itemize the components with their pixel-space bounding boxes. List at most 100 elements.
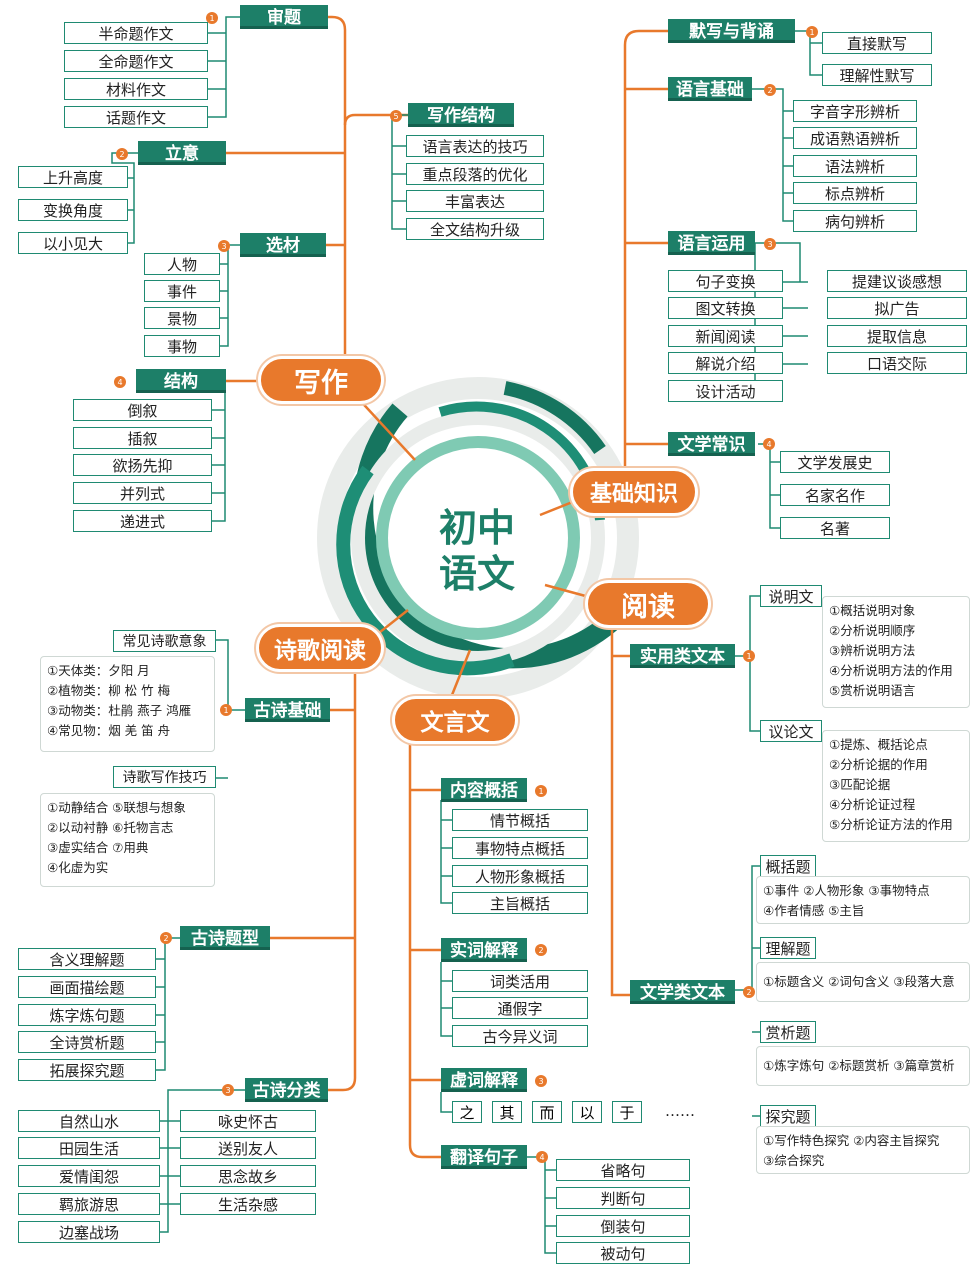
classical-neirong-header[interactable]: 内容概括 — [441, 778, 527, 802]
basics-yuyan-item[interactable]: 标点辨析 — [793, 182, 917, 204]
classical-fanyi-header[interactable]: 翻译句子 — [441, 1145, 527, 1169]
classical-fanyi-item[interactable]: 被动句 — [556, 1242, 690, 1264]
basics-yunyong-left-item[interactable]: 图文转换 — [668, 297, 783, 319]
reading-shiyong-header[interactable]: 实用类文本 — [630, 644, 735, 668]
writing-jiegou-item[interactable]: 欲扬先抑 — [73, 454, 212, 476]
branch-writing[interactable]: 写作 — [258, 356, 384, 404]
writing-shenti-item[interactable]: 材料作文 — [64, 78, 208, 100]
basics-moxie-item[interactable]: 理解性默写 — [822, 64, 932, 86]
writing-xuancai-item[interactable]: 人物 — [144, 253, 220, 275]
basics-yuyan-item[interactable]: 字音字形辨析 — [793, 100, 917, 122]
reading-tanjiu-title[interactable]: 探究题 — [760, 1105, 816, 1127]
poetry-tixing-item[interactable]: 画面描绘题 — [18, 976, 156, 998]
classical-xuci-header[interactable]: 虚词解释 — [441, 1068, 527, 1092]
basics-yuyan-item[interactable]: 成语熟语辨析 — [793, 127, 917, 149]
writing-jiegou-item[interactable]: 插叙 — [73, 427, 212, 449]
writing-shenti-item[interactable]: 话题作文 — [64, 106, 208, 128]
classical-neirong-item[interactable]: 人物形象概括 — [452, 865, 588, 887]
writing-liyi-item[interactable]: 以小见大 — [18, 232, 128, 254]
branch-poetry[interactable]: 诗歌阅读 — [256, 624, 384, 672]
writing-xiezuo-item[interactable]: 丰富表达 — [406, 190, 544, 212]
classical-shici-item[interactable]: 古今异义词 — [452, 1025, 588, 1047]
writing-shenti-item[interactable]: 半命题作文 — [64, 22, 208, 44]
poetry-tixing-item[interactable]: 含义理解题 — [18, 948, 156, 970]
writing-shenti-item[interactable]: 全命题作文 — [64, 50, 208, 72]
basics-yuyan-item[interactable]: 语法辨析 — [793, 155, 917, 177]
classical-shici-item[interactable]: 通假字 — [452, 997, 588, 1019]
reading-shuoming-title[interactable]: 说明文 — [760, 585, 822, 607]
writing-xiezuo-item[interactable]: 全文结构升级 — [406, 218, 544, 240]
classical-shici-item[interactable]: 词类活用 — [452, 970, 588, 992]
poetry-yixiang-title[interactable]: 常见诗歌意象 — [113, 630, 216, 652]
poetry-fenlei-left-item[interactable]: 爱情闺怨 — [18, 1165, 160, 1187]
classical-neirong-item[interactable]: 情节概括 — [452, 809, 588, 831]
poetry-jichu-header[interactable]: 古诗基础 — [245, 698, 330, 722]
basics-yunyong-right-item[interactable]: 提建议谈感想 — [827, 270, 967, 292]
basics-moxie-header[interactable]: 默写与背诵 — [668, 19, 795, 43]
classical-xuci-char[interactable]: 其 — [492, 1101, 522, 1123]
basics-yunyong-header[interactable]: 语言运用 — [668, 231, 755, 255]
basics-yunyong-left-item[interactable]: 句子变换 — [668, 270, 783, 292]
writing-xuancai-item[interactable]: 事物 — [144, 335, 220, 357]
branch-basics[interactable]: 基础知识 — [570, 468, 698, 516]
poetry-fenlei-right-item[interactable]: 送别友人 — [180, 1137, 316, 1159]
classical-fanyi-item[interactable]: 倒装句 — [556, 1215, 690, 1237]
writing-liyi-item[interactable]: 变换角度 — [18, 199, 128, 221]
reading-wenxue-header[interactable]: 文学类文本 — [630, 980, 735, 1004]
writing-xuancai-header[interactable]: 选材 — [240, 233, 326, 257]
basics-yuyan-header[interactable]: 语言基础 — [668, 77, 752, 101]
writing-jiegou-header[interactable]: 结构 — [136, 369, 226, 393]
reading-yilun-title[interactable]: 议论文 — [760, 720, 822, 742]
branch-reading[interactable]: 阅读 — [585, 580, 711, 628]
classical-fanyi-item[interactable]: 省略句 — [556, 1159, 690, 1181]
basics-wenxue-item[interactable]: 名著 — [780, 517, 890, 539]
basics-wenxue-item[interactable]: 文学发展史 — [780, 451, 890, 473]
basics-yunyong-left-item[interactable]: 设计活动 — [668, 380, 783, 402]
classical-xuci-char[interactable]: 之 — [452, 1101, 482, 1123]
poetry-fenlei-left-item[interactable]: 边塞战场 — [18, 1221, 160, 1243]
poetry-fenlei-right-item[interactable]: 思念故乡 — [180, 1165, 316, 1187]
writing-xuancai-item[interactable]: 景物 — [144, 307, 220, 329]
classical-neirong-item[interactable]: 主旨概括 — [452, 892, 588, 914]
reading-shangxi-title[interactable]: 赏析题 — [760, 1021, 816, 1043]
writing-xiezuo-header[interactable]: 写作结构 — [408, 103, 514, 127]
basics-moxie-item[interactable]: 直接默写 — [822, 32, 932, 54]
classical-xuci-char[interactable]: 而 — [532, 1101, 562, 1123]
reading-gaikuo-title[interactable]: 概括题 — [760, 855, 816, 877]
writing-jiegou-item[interactable]: 递进式 — [73, 510, 212, 532]
basics-yunyong-right-item[interactable]: 提取信息 — [827, 325, 967, 347]
basics-yunyong-right-item[interactable]: 口语交际 — [827, 352, 967, 374]
poetry-fenlei-left-item[interactable]: 羁旅游思 — [18, 1193, 160, 1215]
poetry-tixing-header[interactable]: 古诗题型 — [180, 926, 270, 950]
basics-yunyong-left-item[interactable]: 解说介绍 — [668, 352, 783, 374]
reading-lijie-title[interactable]: 理解题 — [760, 937, 816, 959]
classical-shici-header[interactable]: 实词解释 — [441, 938, 527, 962]
writing-xiezuo-item[interactable]: 重点段落的优化 — [406, 163, 544, 185]
writing-xiezuo-item[interactable]: 语言表达的技巧 — [406, 135, 544, 157]
classical-neirong-item[interactable]: 事物特点概括 — [452, 837, 588, 859]
poetry-fenlei-left-item[interactable]: 自然山水 — [18, 1110, 160, 1132]
poetry-tixing-item[interactable]: 拓展探究题 — [18, 1059, 156, 1081]
writing-xuancai-item[interactable]: 事件 — [144, 280, 220, 302]
poetry-fenlei-left-item[interactable]: 田园生活 — [18, 1137, 160, 1159]
classical-xuci-char[interactable]: 于 — [612, 1101, 642, 1123]
writing-jiegou-item[interactable]: 并列式 — [73, 482, 212, 504]
basics-yunyong-right-item[interactable]: 拟广告 — [827, 297, 967, 319]
poetry-fenlei-right-item[interactable]: 生活杂感 — [180, 1193, 316, 1215]
basics-wenxue-item[interactable]: 名家名作 — [780, 484, 890, 506]
classical-fanyi-item[interactable]: 判断句 — [556, 1187, 690, 1209]
basics-yunyong-left-item[interactable]: 新闻阅读 — [668, 325, 783, 347]
poetry-fenlei-header[interactable]: 古诗分类 — [245, 1078, 328, 1102]
classical-xuci-char[interactable]: 以 — [572, 1101, 602, 1123]
poetry-tixing-item[interactable]: 炼字炼句题 — [18, 1004, 156, 1026]
writing-liyi-header[interactable]: 立意 — [138, 141, 226, 165]
poetry-jiqiao-title[interactable]: 诗歌写作技巧 — [113, 766, 216, 788]
writing-shenti-header[interactable]: 审题 — [240, 5, 328, 29]
basics-wenxue-header[interactable]: 文学常识 — [668, 432, 755, 456]
poetry-fenlei-right-item[interactable]: 咏史怀古 — [180, 1110, 316, 1132]
branch-classical[interactable]: 文言文 — [392, 696, 518, 744]
poetry-tixing-item[interactable]: 全诗赏析题 — [18, 1031, 156, 1053]
writing-jiegou-item[interactable]: 倒叙 — [73, 399, 212, 421]
writing-liyi-item[interactable]: 上升高度 — [18, 166, 128, 188]
basics-yuyan-item[interactable]: 病句辨析 — [793, 210, 917, 232]
